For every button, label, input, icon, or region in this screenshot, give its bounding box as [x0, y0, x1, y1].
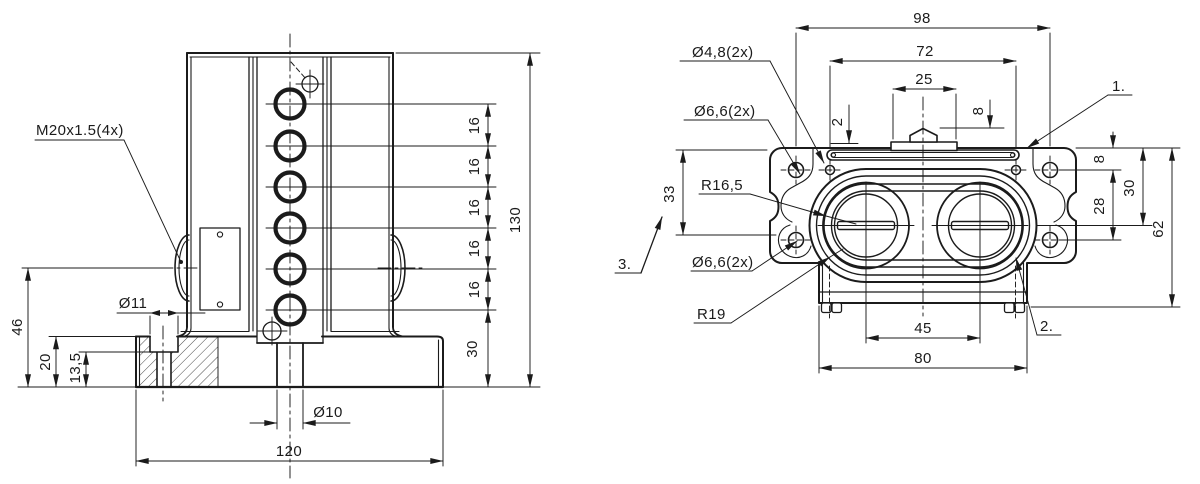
r19-callout: R19 [697, 306, 726, 323]
dim-30-right-label: 30 [1121, 179, 1138, 197]
base-outline [134, 335, 445, 389]
dim-2-label: 2 [829, 118, 846, 127]
dia66-top-callout: Ø6,6(2x) [694, 103, 756, 120]
centerlines-left [21, 33, 426, 479]
dim-33-label: 33 [661, 185, 678, 203]
flange-outline [769, 147, 1077, 314]
dim-25-label: 25 [915, 71, 933, 88]
hatch-area [178, 336, 218, 387]
dim-16-label: 16 [466, 240, 483, 258]
note-3: 3. [618, 256, 631, 273]
dim-20-label: 20 [37, 353, 54, 371]
dim-46-label: 46 [9, 318, 26, 336]
dim-16-label: 16 [466, 281, 483, 299]
centerlines-right [780, 96, 1153, 344]
dim-8-right-label: 8 [1091, 155, 1108, 164]
dim-62-label: 62 [1150, 220, 1167, 238]
dim-130-label: 130 [507, 207, 524, 233]
dimensions: 46 20 13,5 Ø11 Ø10 120 16 16 16 16 16 30… [9, 10, 1181, 467]
dim-16-label: 16 [466, 117, 483, 135]
dim-28-label: 28 [1091, 197, 1108, 215]
dim-8-top-label: 8 [970, 107, 987, 116]
dim-80-label: 80 [914, 350, 932, 367]
dim-dia11-label: Ø11 [119, 295, 147, 312]
hatch-area [150, 352, 157, 387]
dia48-callout: Ø4,8(2x) [692, 44, 754, 61]
dim-98-label: 98 [913, 10, 931, 27]
note-1: 1. [1112, 78, 1125, 95]
left-view [21, 33, 445, 479]
dim-16-label: 16 [466, 158, 483, 176]
dim-13-5-label: 13,5 [67, 353, 84, 384]
right-view [769, 96, 1153, 344]
dim-72-label: 72 [916, 43, 934, 60]
dim-120-label: 120 [276, 443, 302, 460]
r165-callout: R16,5 [701, 177, 743, 194]
dia66-bottom-callout: Ø6,6(2x) [692, 254, 754, 271]
dim-30-left-label: 30 [464, 340, 481, 358]
nameplate [199, 227, 241, 311]
note-2: 2. [1040, 318, 1053, 335]
dim-16-label: 16 [466, 199, 483, 217]
dim-dia10-label: Ø10 [313, 404, 343, 421]
hatch-area [171, 352, 178, 387]
hatch-area [139, 336, 150, 387]
thread-callout: M20x1.5(4x) [36, 122, 124, 139]
dim-45-label: 45 [914, 320, 932, 337]
